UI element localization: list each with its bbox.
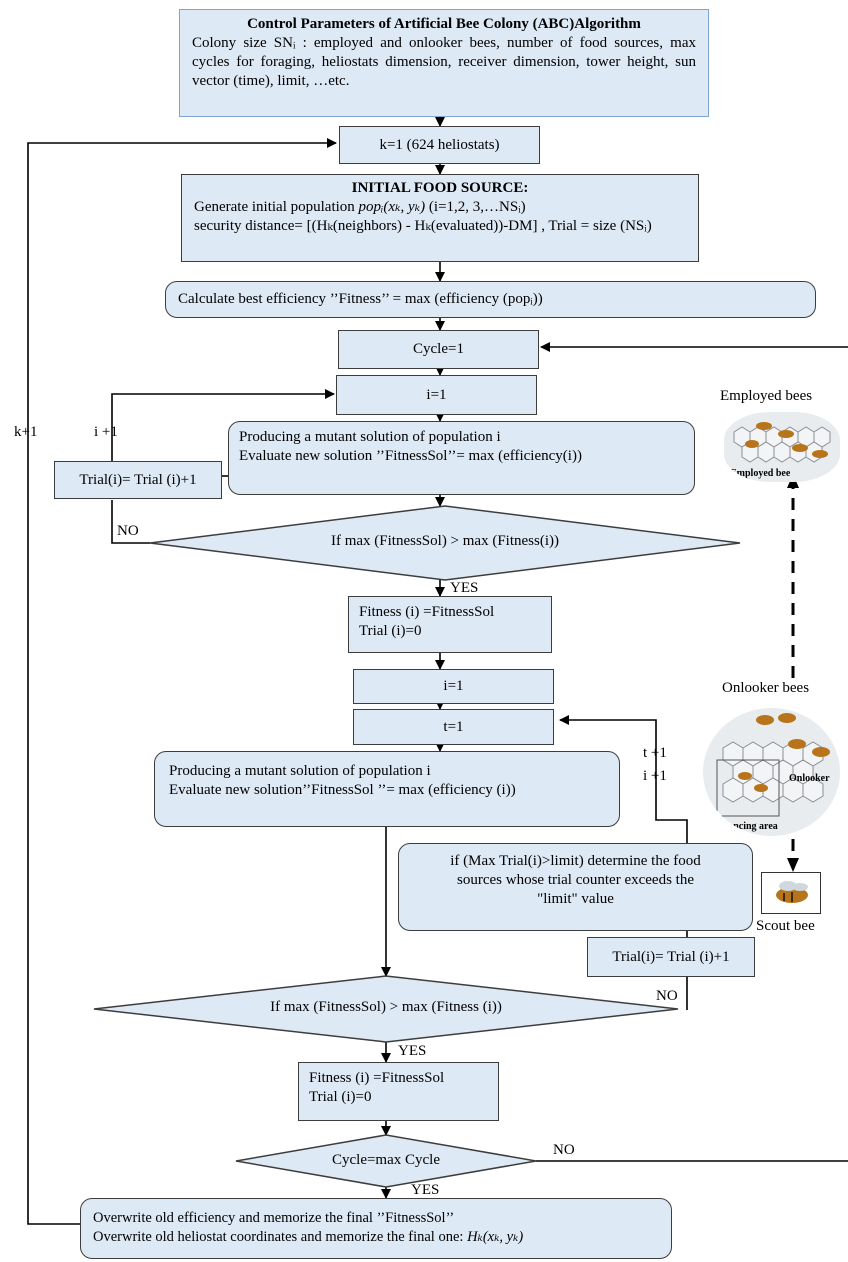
decision-3-text: Cycle=max Cycle [331, 1152, 440, 1168]
onlooker-bee-phase-box: Producing a mutant solution of populatio… [154, 751, 620, 827]
control-parameters-text: Colony size SNᵢ : employed and onlooker … [192, 35, 696, 89]
yes-label-2: YES [398, 1043, 427, 1059]
scout-bee-title: Scout bee [756, 918, 815, 934]
yes-label-1: YES [450, 580, 479, 596]
i-init-box-2: i=1 [353, 669, 554, 704]
scout-bee-image [761, 872, 821, 914]
update-fitness-box-2: Fitness (i) =FitnessSol Trial (i)=0 [298, 1062, 499, 1121]
control-parameters-box: Control Parameters of Artificial Bee Col… [179, 9, 709, 117]
employed-bees-image: Employed bee [724, 412, 840, 482]
decision-diamond-3 [235, 1134, 537, 1188]
scout-line-3: "limit" value [537, 891, 614, 907]
population-range: (i=1,2, 3,…NSᵢ) [425, 199, 526, 215]
trial-increment-box-1: Trial(i)= Trial (i)+1 [54, 461, 222, 499]
final-line-2-text: Overwrite old heliostat coordinates and … [93, 1229, 468, 1245]
scout-bee-phase-box: if (Max Trial(i)>limit) determine the fo… [398, 843, 753, 931]
i-plus-label-1: i +1 [94, 424, 118, 440]
onlooker-evaluate-line: Evaluate new solution’’FitnessSol ’’= ma… [169, 782, 516, 798]
trial-increment-box-2: Trial(i)= Trial (i)+1 [587, 937, 755, 977]
update-fitness-box-1: Fitness (i) =FitnessSol Trial (i)=0 [348, 596, 552, 653]
security-distance-line: security distance= [(Hₖ(neighbors) - Hₖ(… [194, 218, 652, 234]
decision-diamond-1 [149, 505, 741, 581]
update-1-trial-line: Trial (i)=0 [359, 623, 422, 639]
final-memorize-box: Overwrite old efficiency and memorize th… [80, 1198, 672, 1259]
employed-bee-caption: Employed bee [730, 468, 791, 479]
onlooker-caption: Onlooker [789, 773, 830, 784]
update-2-fitness-line: Fitness (i) =FitnessSol [309, 1070, 445, 1086]
i-init-box-1: i=1 [336, 375, 537, 415]
onlooker-bees-title: Onlooker bees [722, 680, 810, 696]
scout-line-2: sources whose trial counter exceeds the [457, 872, 694, 888]
onlooker-bees-honeycomb-icon [716, 713, 830, 817]
employed-evaluate-line: Evaluate new solution ’’FitnessSol’’= ma… [239, 448, 582, 464]
employed-mutant-line: Producing a mutant solution of populatio… [239, 429, 501, 445]
calculate-best-efficiency-box: Calculate best efficiency ’’Fitness’’ = … [165, 281, 816, 318]
onlooker-mutant-line: Producing a mutant solution of populatio… [169, 763, 431, 779]
initial-food-source-title: INITIAL FOOD SOURCE: [351, 180, 529, 196]
initial-population-text: Generate initial population [194, 199, 359, 215]
final-line-1: Overwrite old efficiency and memorize th… [93, 1210, 455, 1226]
i-plus-label-2: i +1 [643, 768, 667, 784]
final-heliostat-formula: Hₖ(xₖ, yₖ) [467, 1229, 524, 1245]
initial-population-line: Generate initial population popᵢ(xₖ, yₖ)… [194, 198, 686, 217]
update-1-fitness-line: Fitness (i) =FitnessSol [359, 604, 495, 620]
final-line-2: Overwrite old heliostat coordinates and … [93, 1228, 659, 1247]
update-2-trial-line: Trial (i)=0 [309, 1089, 372, 1105]
scout-bee-icon [776, 881, 808, 903]
no-label-1: NO [117, 523, 139, 539]
no-label-3: NO [553, 1142, 575, 1158]
k-init-box: k=1 (624 heliostats) [339, 126, 540, 164]
employed-bees-title: Employed bees [720, 388, 813, 404]
no-label-2: NO [656, 988, 678, 1004]
decision-diamond-2 [93, 975, 679, 1043]
employed-bee-phase-box: Producing a mutant solution of populatio… [228, 421, 695, 495]
population-formula: popᵢ(xₖ, yₖ) [358, 199, 426, 215]
dancing-area-caption: Dancing area [721, 821, 778, 832]
scout-line-1: if (Max Trial(i)>limit) determine the fo… [450, 853, 701, 869]
control-parameters-title: Control Parameters of Artificial Bee Col… [247, 16, 641, 32]
t-plus-label: t +1 [643, 745, 667, 761]
yes-label-3: YES [411, 1182, 440, 1198]
decision-1-text: If max (FitnessSol) > max (Fitness(i)) [330, 533, 560, 549]
initial-food-source-box: INITIAL FOOD SOURCE: Generate initial po… [181, 174, 699, 262]
k-plus-label: k+1 [14, 424, 38, 440]
t-init-box: t=1 [353, 709, 554, 745]
decision-2-text: If max (FitnessSol) > max (Fitness (i)) [270, 999, 502, 1015]
employed-bees-honeycomb-icon [733, 422, 831, 463]
onlooker-bees-image: Onlooker Dancing area [703, 708, 840, 836]
cycle-init-box: Cycle=1 [338, 330, 539, 369]
